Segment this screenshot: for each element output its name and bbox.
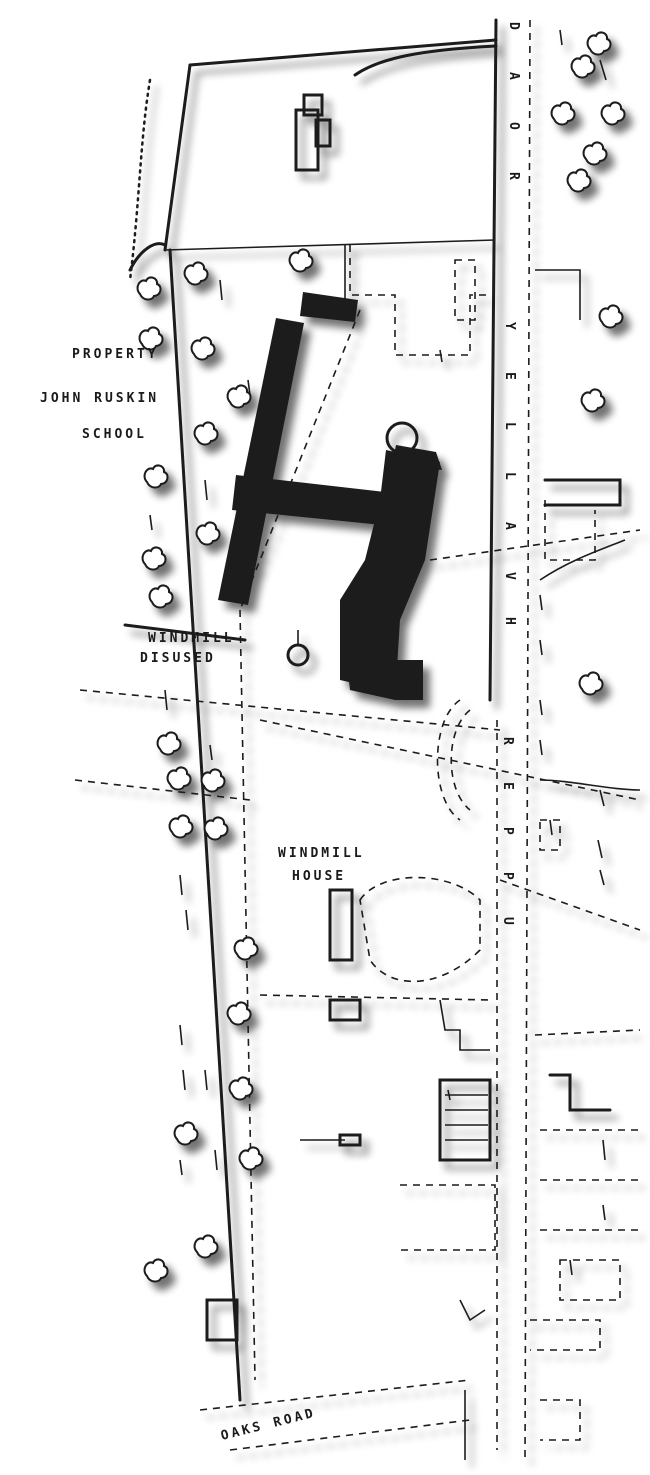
east-buildings — [530, 269, 641, 1441]
road-edge-east — [524, 19, 531, 1461]
tree-icon — [141, 546, 167, 571]
tree-icon — [226, 1001, 252, 1026]
road-name-middle: Y E L L A V H — [502, 322, 517, 625]
road-edge-west — [488, 18, 498, 702]
tree-icon — [582, 141, 608, 166]
svg-text:L: L — [502, 422, 517, 430]
svg-text:E: E — [502, 372, 517, 380]
windmill-house-building — [328, 888, 354, 962]
map-linework — [74, 18, 641, 1461]
tree-icon — [203, 816, 229, 841]
tree-icon — [598, 304, 624, 329]
label-oaks-road: OAKS ROAD — [219, 1406, 317, 1444]
road-name-lower: R E P P U — [500, 737, 515, 925]
tree-icon — [195, 521, 221, 546]
tree-icon — [168, 814, 194, 839]
tree-icon — [580, 388, 606, 413]
oaks-road-edge-top — [199, 1379, 471, 1411]
svg-text:A: A — [502, 522, 517, 530]
label-property: PROPERTY — [72, 347, 159, 362]
svg-text:R: R — [506, 172, 521, 180]
lower-cottage — [205, 1298, 239, 1342]
tree-icon — [148, 584, 174, 609]
svg-text:U: U — [500, 917, 515, 925]
tree-icon — [238, 1146, 264, 1171]
tree-icon — [288, 248, 314, 273]
svg-text:L: L — [502, 472, 517, 480]
windmill-icon — [286, 643, 310, 667]
dashed-line-4 — [429, 529, 641, 561]
west-dotted-track — [128, 78, 152, 282]
svg-text:E: E — [500, 782, 515, 790]
tree-icon — [173, 1121, 199, 1146]
tree-icon — [166, 766, 192, 791]
dashed-line-2 — [74, 779, 251, 801]
boundary-hook — [128, 242, 167, 272]
dashed-line-1 — [79, 689, 501, 731]
tree-icon — [143, 464, 169, 489]
school-tower-circle — [385, 421, 419, 455]
label-windmill-disused: DISUSED — [140, 651, 216, 666]
svg-text:V: V — [502, 572, 517, 580]
tree-icon — [550, 101, 576, 126]
svg-text:Y: Y — [502, 322, 517, 330]
tree-icon — [226, 384, 252, 409]
svg-text:A: A — [506, 72, 521, 80]
tree-icon — [233, 936, 259, 961]
svg-text:R: R — [500, 737, 515, 745]
tree-icon — [190, 336, 216, 361]
tree-icon — [183, 261, 209, 286]
road-name-upper: D A O R — [506, 22, 521, 180]
svg-text:P: P — [500, 872, 515, 880]
lower-buildings — [205, 1078, 496, 1342]
svg-text:D: D — [506, 22, 521, 30]
tree-icon — [578, 671, 604, 696]
school-boundary-north — [164, 239, 496, 251]
svg-text:H: H — [502, 617, 517, 625]
tree-icon — [228, 1076, 254, 1101]
tree-icon — [156, 731, 182, 756]
tree-icon — [143, 1258, 169, 1283]
tree-icon — [193, 421, 219, 446]
label-school: SCHOOL — [82, 427, 147, 442]
dashed-line-3 — [259, 719, 641, 801]
tree-icon — [586, 31, 612, 56]
west-boundary-upper — [163, 63, 192, 252]
tree-icon — [136, 276, 162, 301]
dashed-line-5 — [499, 879, 641, 931]
label-windmill-house-1: WINDMILL — [278, 846, 365, 861]
tree-icon — [570, 54, 596, 79]
label-school-name: JOHN RUSKIN — [40, 391, 159, 406]
label-windmill-house-2: HOUSE — [292, 869, 346, 884]
top-house — [294, 108, 320, 172]
tree-icon — [566, 168, 592, 193]
top-boundary-curve — [353, 44, 498, 77]
svg-text:O: O — [506, 122, 521, 130]
school-building — [218, 292, 442, 700]
oaks-road-edge-bottom — [229, 1419, 471, 1451]
svg-text:P: P — [500, 827, 515, 835]
label-windmill: WINDMILL — [148, 631, 235, 646]
top-boundary-line — [188, 38, 498, 67]
tree-icon — [600, 101, 626, 126]
tree-icon — [200, 768, 226, 793]
tree-icon — [193, 1234, 219, 1259]
